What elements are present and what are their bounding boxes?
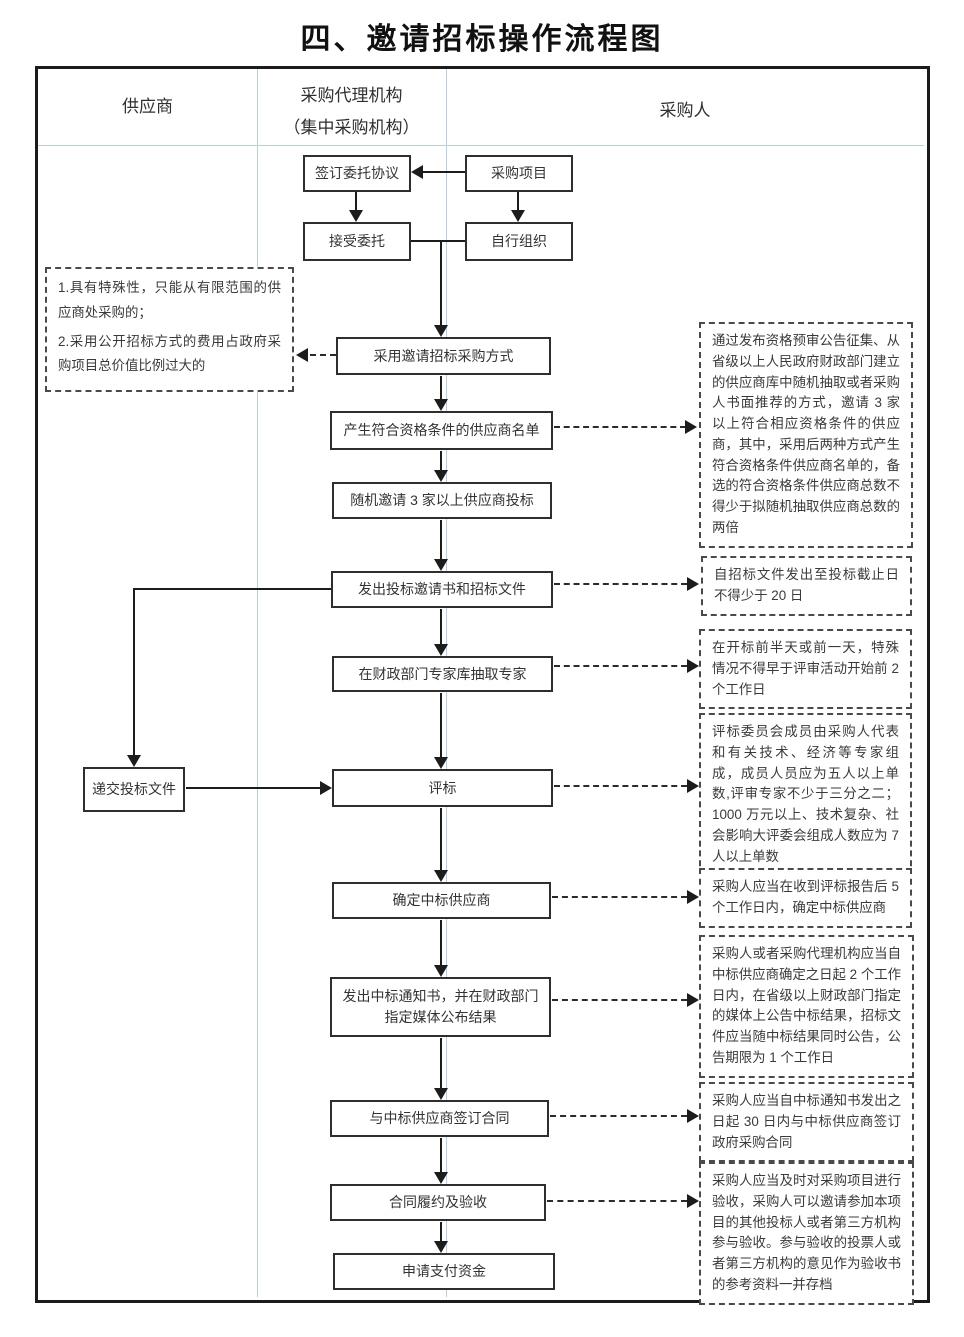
- arrowhead-right-to-evaluation: [320, 781, 332, 795]
- note-sign-contract: 采购人应当自中标通知书发出之日起 30 日内与中标供应商签订政府采购合同: [699, 1082, 914, 1163]
- flow-box-issue-documents: 发出投标邀请书和招标文件: [331, 571, 553, 608]
- flow-box-procurement-project: 采购项目: [465, 155, 573, 192]
- note-determine-winner: 采购人应当在收到评标报告后 5 个工作日内，确定中标供应商: [699, 868, 912, 928]
- arrowhead-down-to-invite: [434, 470, 448, 482]
- line-sign-to-accept: [355, 192, 357, 212]
- arrowhead-right-experts-note: [687, 659, 699, 673]
- flow-box-determine-winner: 确定中标供应商: [332, 882, 551, 919]
- line-announce-to-contract: [440, 1038, 442, 1090]
- line-issue-branch-horizontal: [134, 588, 331, 590]
- line-contract-to-perform: [440, 1138, 442, 1174]
- announce-result-line2: 指定媒体公布结果: [384, 1009, 497, 1025]
- arrowhead-right-perform-note: [687, 1194, 699, 1208]
- arrowhead-down-to-issue: [434, 559, 448, 571]
- line-list-to-invite: [440, 451, 442, 472]
- arrowhead-right-issue-note: [687, 577, 699, 591]
- arrowhead-down-to-evaluation: [434, 757, 448, 769]
- arrowhead-left-project-to-sign: [411, 165, 423, 179]
- line-submit-to-evaluation: [186, 787, 322, 789]
- lane-label-agency: 采购代理机构 （集中采购机构）: [257, 80, 446, 145]
- flow-box-invite-three: 随机邀请 3 家以上供应商投标: [332, 482, 552, 519]
- flow-box-invited-method: 采用邀请招标采购方式: [336, 337, 551, 375]
- header-divider: [38, 145, 924, 146]
- dashed-announce-to-note: [552, 999, 687, 1001]
- flow-box-performance-acceptance: 合同履约及验收: [330, 1184, 546, 1221]
- arrowhead-down-project-to-self: [511, 210, 525, 222]
- dashed-method-to-leftnote: [310, 354, 336, 356]
- page-title: 四、邀请招标操作流程图: [300, 23, 664, 56]
- arrowhead-right-list-note: [685, 420, 697, 434]
- line-issue-to-experts: [440, 609, 442, 646]
- arrowhead-down-to-list: [434, 399, 448, 411]
- note-qualified-list: 通过发布资格预审公告征集、从省级以上人民政府财政部门建立的供应商库中随机抽取或者…: [699, 322, 913, 548]
- note-acceptance: 采购人应当及时对采购项目进行验收，采购人可以邀请参加本项目的其他投标人或者第三方…: [699, 1162, 914, 1305]
- arrowhead-right-announce-note: [687, 993, 699, 1007]
- line-accept-self-connector: [411, 240, 465, 242]
- line-experts-to-evaluation: [440, 693, 442, 759]
- arrowhead-down-to-experts: [434, 644, 448, 656]
- dashed-determine-to-note: [552, 896, 687, 898]
- lane-label-purchaser: 采购人: [659, 101, 711, 120]
- arrowhead-right-contract-note: [687, 1109, 699, 1123]
- flow-box-draw-experts: 在财政部门专家库抽取专家: [332, 656, 553, 692]
- arrowhead-down-to-method: [434, 325, 448, 337]
- line-center-to-method: [440, 241, 442, 327]
- dashed-issue-to-note: [554, 583, 687, 585]
- flow-box-announce-result: 发出中标通知书，并在财政部门 指定媒体公布结果: [330, 977, 551, 1037]
- line-invite-to-issue: [440, 520, 442, 561]
- flow-box-sign-agreement: 签订委托协议: [303, 155, 411, 192]
- line-project-to-self: [517, 192, 519, 212]
- lane-label-agency-line2: （集中采购机构）: [283, 118, 420, 138]
- note-draw-experts: 在开标前半天或前一天，特殊情况不得早于评审活动开始前 2 个工作日: [699, 629, 912, 710]
- arrowhead-down-to-perform: [434, 1172, 448, 1184]
- note-left-conditions: 1.具有特殊性，只能从有限范围的供应商处采购的； 2.采用公开招标方式的费用占政…: [45, 267, 294, 393]
- lane-divider-1: [257, 69, 258, 1297]
- diagram-frame: [35, 66, 930, 1303]
- dashed-experts-to-note: [554, 665, 687, 667]
- line-method-to-list: [440, 376, 442, 401]
- arrowhead-right-determine-note: [687, 890, 699, 904]
- flow-box-bid-evaluation: 评标: [332, 769, 553, 807]
- note-issue-documents: 自招标文件发出至投标截止日不得少于 20 日: [701, 556, 912, 616]
- line-perform-to-payment: [440, 1222, 442, 1243]
- arrowhead-down-to-determine: [434, 870, 448, 882]
- flow-box-apply-payment: 申请支付资金: [333, 1253, 555, 1290]
- flow-box-qualified-list: 产生符合资格条件的供应商名单: [330, 411, 553, 450]
- announce-result-line1: 发出中标通知书，并在财政部门: [342, 988, 539, 1004]
- line-project-to-sign: [421, 171, 465, 173]
- dashed-contract-to-note: [550, 1115, 687, 1117]
- arrowhead-down-to-payment: [434, 1241, 448, 1253]
- line-branch-down-to-submit: [133, 588, 135, 755]
- flow-box-self-organize: 自行组织: [465, 222, 573, 261]
- arrowhead-down-to-submit: [127, 755, 141, 767]
- arrowhead-right-evaluation-note: [687, 779, 699, 793]
- flow-box-submit-bid: 递交投标文件: [83, 767, 185, 812]
- lane-label-agency-line1: 采购代理机构: [300, 86, 403, 105]
- dashed-list-to-note: [554, 426, 686, 428]
- line-determine-to-announce: [440, 920, 442, 967]
- dashed-evaluation-to-note: [554, 785, 687, 787]
- dashed-perform-to-note: [547, 1200, 687, 1202]
- arrowhead-down-sign-to-accept: [349, 210, 363, 222]
- arrowhead-down-to-announce: [434, 965, 448, 977]
- lane-label-supplier: 供应商: [122, 97, 173, 116]
- note-announce-result: 采购人或者采购代理机构应当自中标供应商确定之日起 2 个工作日内，在省级以上财政…: [699, 935, 914, 1078]
- note-left-condition-1: 1.具有特殊性，只能从有限范围的供应商处采购的；: [58, 280, 281, 320]
- flow-box-accept-entrust: 接受委托: [303, 222, 411, 261]
- line-evaluation-to-determine: [440, 808, 442, 872]
- note-left-condition-2: 2.采用公开招标方式的费用占政府采购项目总价值比例过大的: [58, 333, 281, 374]
- arrowhead-left-to-leftnote: [296, 348, 308, 362]
- note-evaluation: 评标委员会成员由采购人代表和有关技术、经济等专家组成，成员人员应为五人以上单数,…: [699, 713, 912, 877]
- flow-box-sign-contract: 与中标供应商签订合同: [330, 1100, 549, 1137]
- arrowhead-down-to-contract: [434, 1088, 448, 1100]
